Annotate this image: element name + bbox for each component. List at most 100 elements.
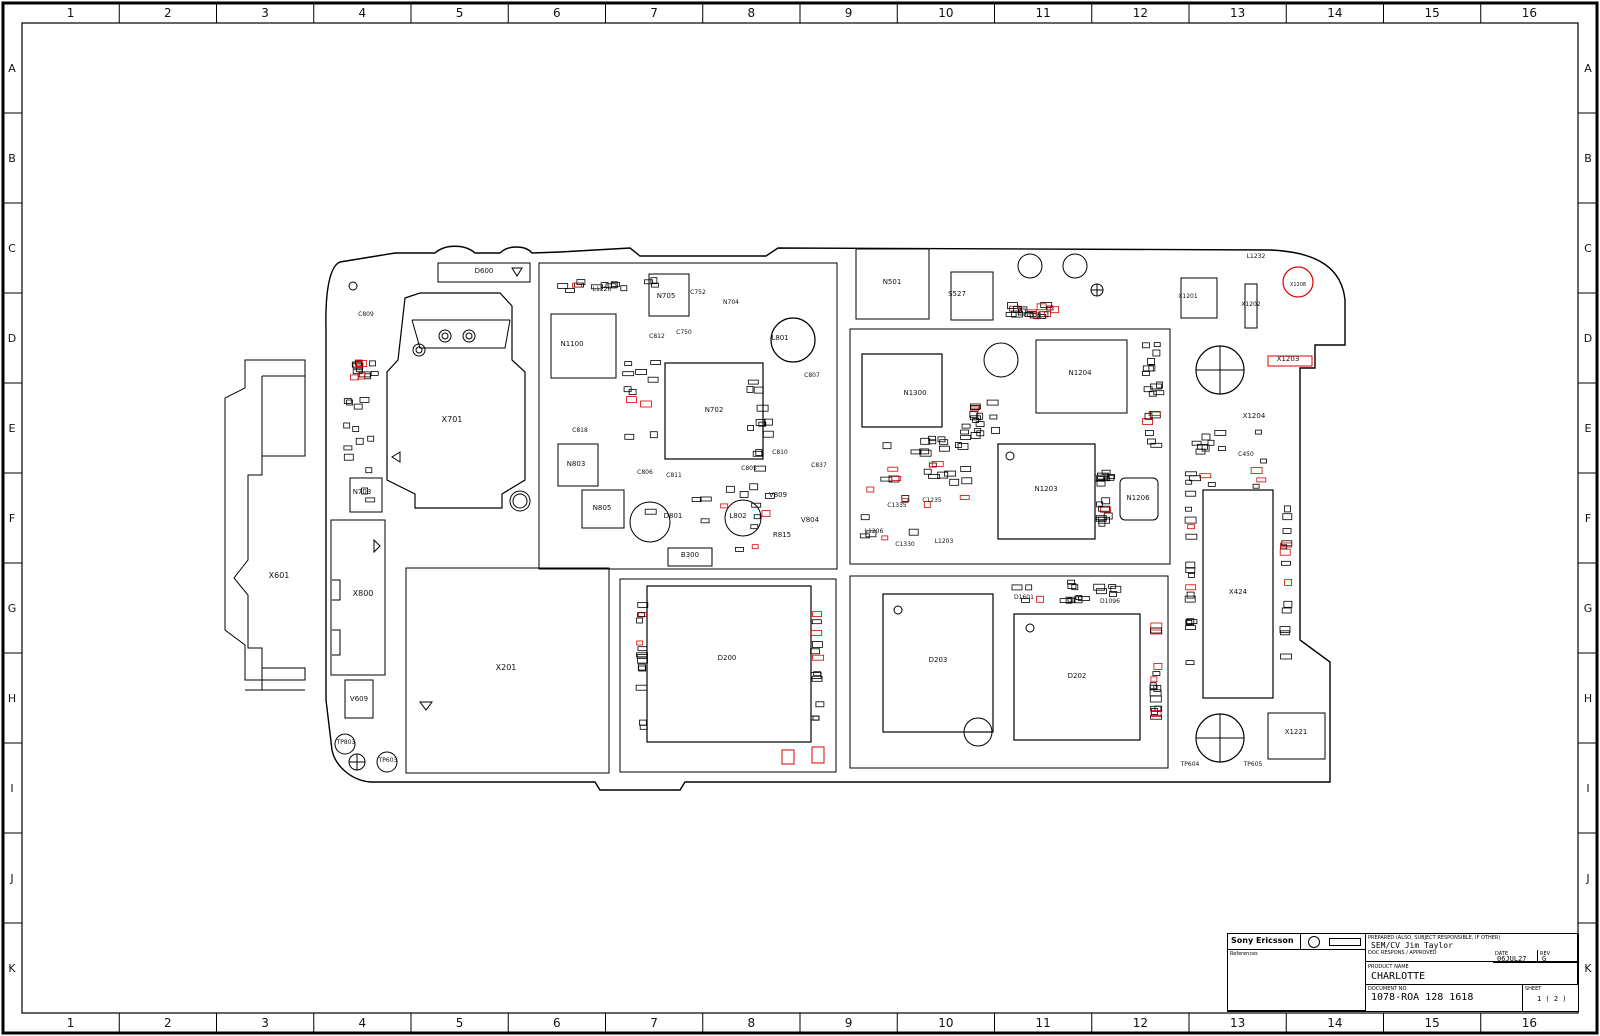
s527-body <box>950 271 994 321</box>
component-ref-label: N705 <box>657 292 676 300</box>
x701-holder <box>386 292 526 509</box>
grid-row-label: C <box>8 242 16 255</box>
component-ref-label: N1100 <box>560 340 583 348</box>
n803-body <box>557 443 599 487</box>
d203-body <box>882 593 994 733</box>
component-ref-label: C837 <box>811 462 827 469</box>
references-cell: References <box>1228 950 1366 1011</box>
grid-row-label: E <box>9 422 16 435</box>
b300-body <box>667 547 713 567</box>
component-ref-label: X1203 <box>1277 355 1300 363</box>
grid-row-label: H <box>8 692 16 705</box>
x800-body <box>330 519 386 676</box>
rev-value: G <box>1542 955 1547 963</box>
component-ref-label: X1221 <box>1285 728 1308 736</box>
component-ref-label: TP603 <box>378 757 398 764</box>
n705-body <box>648 273 690 317</box>
d202-body <box>1013 613 1141 741</box>
grid-row-label: D <box>8 332 16 345</box>
sheet-label: SHEET <box>1525 986 1542 992</box>
grid-col-label: 14 <box>1327 1016 1342 1030</box>
references-label: References <box>1230 951 1258 957</box>
x1221-body <box>1267 712 1326 760</box>
component-ref-label: N805 <box>593 504 612 512</box>
component-ref-label: TP605 <box>1243 761 1263 768</box>
document-cell: DOCUMENT NO. 1078-ROA 128 1618 <box>1366 985 1523 1011</box>
grid-col-label: 2 <box>164 6 172 20</box>
board-outline <box>325 245 1346 791</box>
grid-row-label: J <box>9 872 13 885</box>
component-ref-label: N1206 <box>1126 494 1150 502</box>
grid-row-label: C <box>1584 242 1592 255</box>
section-memory <box>619 578 837 773</box>
component-ref-label: C450 <box>1238 451 1254 458</box>
component-ref-label: C750 <box>676 329 692 336</box>
component-ref-label: L1206 <box>865 528 884 535</box>
grid-row-label: H <box>1584 692 1592 705</box>
grid-row-label: J <box>1585 872 1589 885</box>
title-block: Sony Ericsson References PREPARED (ALSO,… <box>1227 933 1579 1012</box>
d200-body <box>646 585 812 743</box>
prepared-cell: PREPARED (ALSO, SUBJECT RESPONSIBLE, IF … <box>1366 934 1578 962</box>
section-rf <box>849 328 1171 565</box>
component-ref-label: V603 <box>811 527 814 529</box>
document-label: DOCUMENT NO. <box>1368 986 1408 992</box>
grid-row-label: B <box>8 152 16 165</box>
section-baseband <box>538 262 838 570</box>
component-ref-label: TP604 <box>1180 761 1200 768</box>
grid-row-label: F <box>1585 512 1591 525</box>
grid-col-label: 5 <box>456 6 464 20</box>
component-ref-label: D1096 <box>1100 598 1120 605</box>
n1206-body <box>1119 477 1159 521</box>
component-ref-label: N803 <box>567 460 586 468</box>
company-name: Sony Ericsson <box>1231 936 1294 945</box>
grid-col-label: 11 <box>1035 1016 1050 1030</box>
x1203-highlight <box>1267 355 1313 367</box>
grid-labels: 1122334455667788991010111112121313141415… <box>8 6 1593 1030</box>
component-ref-label: C752 <box>690 289 706 296</box>
l801-inductor <box>770 317 816 363</box>
component-ref-label: X424 <box>1229 588 1248 596</box>
component-ref-label: D202 <box>1068 672 1087 680</box>
rev-cell: REV G <box>1538 950 1578 963</box>
rev-label: REV <box>1540 951 1551 957</box>
component-ref-label: X1204 <box>1243 412 1266 420</box>
grid-col-label: 4 <box>359 1016 367 1030</box>
component-ref-label: N703 <box>353 488 372 496</box>
component-ref-label: S527 <box>948 290 966 298</box>
grid-col-label: 8 <box>748 1016 756 1030</box>
component-ref-label: L1203 <box>935 538 954 545</box>
d801-outline <box>629 501 671 543</box>
component-ref-label: C1235 <box>922 497 942 504</box>
grid-col-label: 13 <box>1230 1016 1245 1030</box>
grid-col-label: 4 <box>359 6 367 20</box>
logo-cell <box>1301 934 1366 950</box>
component-ref-label: C818 <box>572 427 588 434</box>
grid-col-label: 14 <box>1327 6 1342 20</box>
product-cell: PRODUCT NAME CHARLOTTE <box>1366 963 1578 985</box>
prepared-value: SEM/CV Jim Taylor <box>1371 941 1453 950</box>
grid-ticks <box>3 3 1597 1033</box>
component-ref-label: X1202 <box>1241 301 1261 308</box>
component-ref-label: N704 <box>723 299 739 306</box>
grid-col-label: 7 <box>650 6 658 20</box>
date-value: 06JUL27 <box>1497 955 1527 963</box>
sheet-cell: SHEET 1 ( 2 ) <box>1523 985 1578 1011</box>
grid-row-label: I <box>10 782 13 795</box>
component-labels: X701X601X800X201N703N1100N705N702N803N80… <box>269 253 1308 768</box>
component-ref-label: C805 <box>741 465 757 472</box>
product-label: PRODUCT NAME <box>1368 964 1409 970</box>
grid-col-label: 12 <box>1133 6 1148 20</box>
grid-col-label: 11 <box>1035 6 1050 20</box>
component-ref-label: V804 <box>801 516 820 524</box>
grid-row-label: A <box>8 62 16 75</box>
grid-col-label: 9 <box>845 6 853 20</box>
component-ref-label: C812 <box>649 333 665 340</box>
x1202-body <box>1244 283 1258 329</box>
n703-body <box>349 477 383 513</box>
component-ref-label: X1201 <box>1178 293 1198 300</box>
approved-label: DOC RESPONS / APPROVED <box>1368 950 1437 956</box>
component-ref-label: X701 <box>442 415 463 424</box>
sheet-value: 1 ( 2 ) <box>1537 995 1567 1003</box>
